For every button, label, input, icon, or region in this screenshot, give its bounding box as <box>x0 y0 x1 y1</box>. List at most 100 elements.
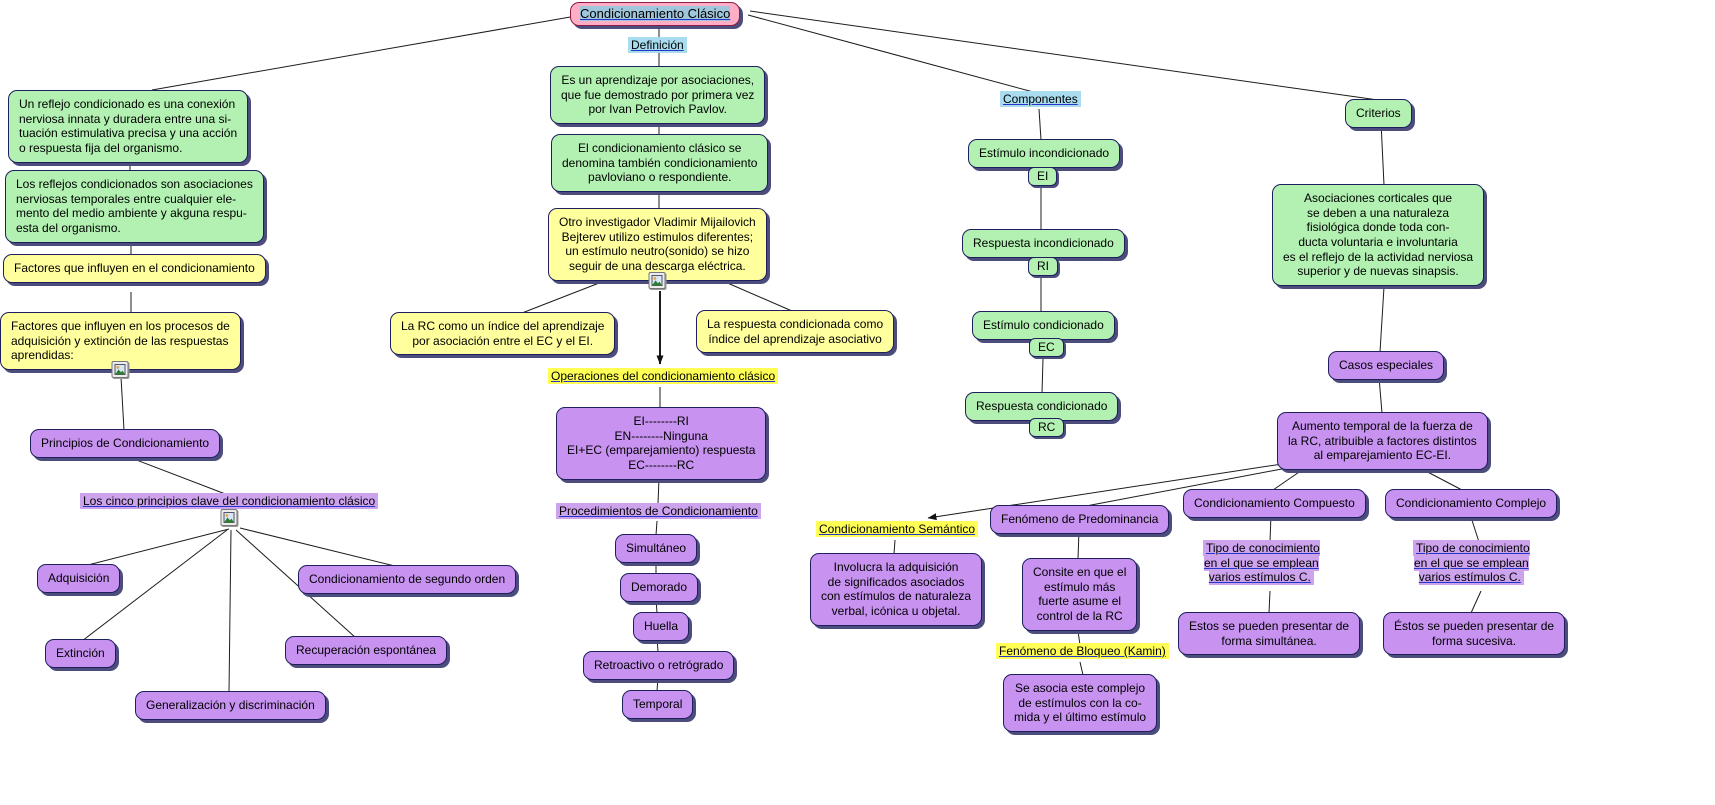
concept-temporal-label: Temporal <box>633 697 683 711</box>
concept-reflejo-condicionado[interactable]: Un reflejo condicionado es una conexión … <box>8 90 249 163</box>
concept-factores-condicionamiento[interactable]: Factores que influyen en el condicionami… <box>3 254 266 283</box>
concept-adquisicion-label: Adquisición <box>48 571 110 585</box>
concept-fenomeno-predominancia[interactable]: Fenómeno de Predominancia <box>990 505 1170 534</box>
link-tipo-conocimiento-complejo[interactable]: Tipo de conocimiento en el que se emplea… <box>1413 540 1530 586</box>
concept-recuperacion[interactable]: Recuperación espontánea <box>285 636 448 665</box>
concept-condicionamiento-complejo[interactable]: Condicionamiento Complejo <box>1385 489 1558 518</box>
link-cinco-principios[interactable]: Los cinco principios clave del condicion… <box>80 493 379 526</box>
concept-tabla-operaciones[interactable]: EI--------RI EN--------Ninguna EI+EC (em… <box>556 407 767 480</box>
concept-retroactivo-label: Retroactivo o retrógrado <box>594 658 724 672</box>
concept-ri[interactable]: RI <box>1028 257 1058 276</box>
concept-simultaneo[interactable]: Simultáneo <box>615 534 698 563</box>
concept-demorado[interactable]: Demorado <box>620 573 699 602</box>
concept-segundo-orden[interactable]: Condicionamiento de segundo orden <box>298 565 517 594</box>
concept-ri-label: RI <box>1037 259 1049 273</box>
concept-condicionamiento-clasico-label: Condicionamiento Clásico <box>580 6 731 21</box>
concept-estimulo-incondicionado-label: Estímulo incondicionado <box>979 146 1110 160</box>
concept-casos-especiales-label: Casos especiales <box>1339 358 1434 372</box>
concept-se-asocia-complejo[interactable]: Se asocia este complejo de estímulos con… <box>1003 674 1158 732</box>
concept-temporal[interactable]: Temporal <box>622 690 694 719</box>
concept-condicionamiento-compuesto[interactable]: Condicionamiento Compuesto <box>1183 489 1366 518</box>
link-condicionamiento-semantico[interactable]: Condicionamiento Semántico <box>816 521 979 537</box>
connector-line <box>1077 529 1080 560</box>
picture-icon <box>651 274 663 286</box>
concept-factores-procesos[interactable]: Factores que influyen en los procesos de… <box>0 312 241 378</box>
concept-respuesta-incondicionado[interactable]: Respuesta incondicionado <box>962 229 1125 258</box>
link-fenomeno-bloqueo[interactable]: Fenómeno de Bloqueo (Kamin) <box>996 643 1169 659</box>
concept-condicionamiento-clasico[interactable]: Condicionamiento Clásico <box>570 2 741 26</box>
connector-line <box>1470 590 1482 614</box>
concept-principios-label: Principios de Condicionamiento <box>41 436 210 450</box>
concept-casos-especiales[interactable]: Casos especiales <box>1328 351 1445 380</box>
concept-segundo-orden-label: Condicionamiento de segundo orden <box>309 572 506 586</box>
concept-estos-simultanea[interactable]: Estos se pueden presentar de forma simul… <box>1178 612 1361 656</box>
concept-condicionamiento-compuesto-label: Condicionamiento Compuesto <box>1194 496 1355 510</box>
concept-estos-simultanea-label: Estos se pueden presentar de forma simul… <box>1189 619 1350 648</box>
link-condicionamiento-semantico-label: Condicionamiento Semántico <box>816 521 979 537</box>
link-operaciones[interactable]: Operaciones del condicionamiento clásico <box>548 368 779 384</box>
concept-rc-indice-label: La RC como un índice del aprendizaje por… <box>401 319 605 348</box>
concept-involucra-adquisicion-label: Involucra la adquisición de significados… <box>821 560 972 618</box>
connector-line <box>1041 358 1044 394</box>
link-componentes-label: Componentes <box>1000 91 1081 107</box>
resource-icon[interactable] <box>111 360 129 378</box>
concept-estimulo-condicionado[interactable]: Estímulo condicionado <box>972 311 1115 340</box>
concept-indice-asociativo[interactable]: La respuesta condicionada como índice de… <box>696 310 895 354</box>
concept-extincion[interactable]: Extinción <box>45 639 116 668</box>
concept-rc[interactable]: RC <box>1029 418 1065 437</box>
concept-involucra-adquisicion[interactable]: Involucra la adquisición de significados… <box>810 553 983 626</box>
concept-huella-label: Huella <box>644 619 679 633</box>
concept-aprendizaje-pavlov[interactable]: Es un aprendizaje por asociaciones, que … <box>550 66 766 124</box>
concept-reflejos-condicionados[interactable]: Los reflejos condicionados son asociacio… <box>5 170 264 243</box>
connector-line <box>1038 108 1042 141</box>
resource-icon[interactable] <box>648 271 666 289</box>
concept-respuesta-condicionado[interactable]: Respuesta condicionado <box>965 392 1119 421</box>
concept-rc-label: RC <box>1038 420 1056 434</box>
concept-criterios[interactable]: Criterios <box>1345 99 1412 128</box>
link-tipo-conocimiento-compuesto-label: Tipo de conocimiento en el que se emplea… <box>1203 540 1320 586</box>
link-componentes[interactable]: Componentes <box>1000 91 1081 107</box>
connector-line <box>81 529 228 642</box>
concept-principios[interactable]: Principios de Condicionamiento <box>30 429 221 458</box>
connector-line <box>927 463 1283 521</box>
concept-indice-asociativo-label: La respuesta condicionada como índice de… <box>707 317 884 346</box>
connector-line <box>1419 467 1463 491</box>
concept-consite-estimulo[interactable]: Consite en que el estímulo más fuerte as… <box>1022 558 1138 631</box>
connector-line <box>228 529 232 693</box>
concept-bejterev[interactable]: Otro investigador Vladimir Mijailovich B… <box>548 208 767 289</box>
link-fenomeno-bloqueo-label: Fenómeno de Bloqueo (Kamin) <box>996 643 1169 659</box>
connector-line <box>235 529 357 639</box>
connector-line <box>1268 590 1271 614</box>
connector-line <box>1469 513 1480 543</box>
concept-ec-label: EC <box>1038 340 1055 354</box>
connector-line <box>747 14 1038 94</box>
concept-estimulo-incondicionado[interactable]: Estímulo incondicionado <box>968 139 1121 168</box>
concept-retroactivo[interactable]: Retroactivo o retrógrado <box>583 651 735 680</box>
link-tipo-conocimiento-compuesto[interactable]: Tipo de conocimiento en el que se emplea… <box>1203 540 1320 586</box>
concept-ei[interactable]: EI <box>1028 167 1058 186</box>
resource-icon[interactable] <box>220 508 238 526</box>
connector-line <box>239 527 400 568</box>
concept-rc-indice[interactable]: La RC como un índice del aprendizaje por… <box>390 312 616 356</box>
connector-line <box>749 10 1379 101</box>
connector-line <box>1380 121 1385 186</box>
concept-factores-condicionamiento-label: Factores que influyen en el condicionami… <box>14 261 255 275</box>
concept-condicionamiento-complejo-label: Condicionamiento Complejo <box>1396 496 1547 510</box>
connector-line <box>1272 467 1306 491</box>
concept-generalizacion[interactable]: Generalización y discriminación <box>135 691 326 720</box>
concept-aumento-temporal[interactable]: Aumento temporal de la fuerza de la RC, … <box>1277 412 1488 470</box>
concept-reflejos-condicionados-label: Los reflejos condicionados son asociacio… <box>16 177 253 235</box>
link-cinco-principios-label: Los cinco principios clave del condicion… <box>80 493 379 509</box>
concept-adquisicion[interactable]: Adquisición <box>37 564 121 593</box>
concept-asociaciones-corticales[interactable]: Asociaciones corticales que se deben a u… <box>1272 184 1485 286</box>
concept-pavloviano[interactable]: El condicionamiento clásico se denomina … <box>551 134 769 192</box>
link-procedimientos[interactable]: Procedimientos de Condicionamiento <box>556 503 761 519</box>
concept-tabla-operaciones-label: EI--------RI EN--------Ninguna EI+EC (em… <box>567 414 756 472</box>
connector-line <box>1379 286 1385 353</box>
concept-ec[interactable]: EC <box>1029 338 1064 357</box>
concept-estos-sucesiva-label: Éstos se pueden presentar de forma suces… <box>1394 619 1555 648</box>
concept-estos-sucesiva[interactable]: Éstos se pueden presentar de forma suces… <box>1383 612 1566 656</box>
connector-line <box>715 277 793 312</box>
link-definicion[interactable]: Definición <box>628 37 687 53</box>
concept-huella[interactable]: Huella <box>633 612 690 641</box>
